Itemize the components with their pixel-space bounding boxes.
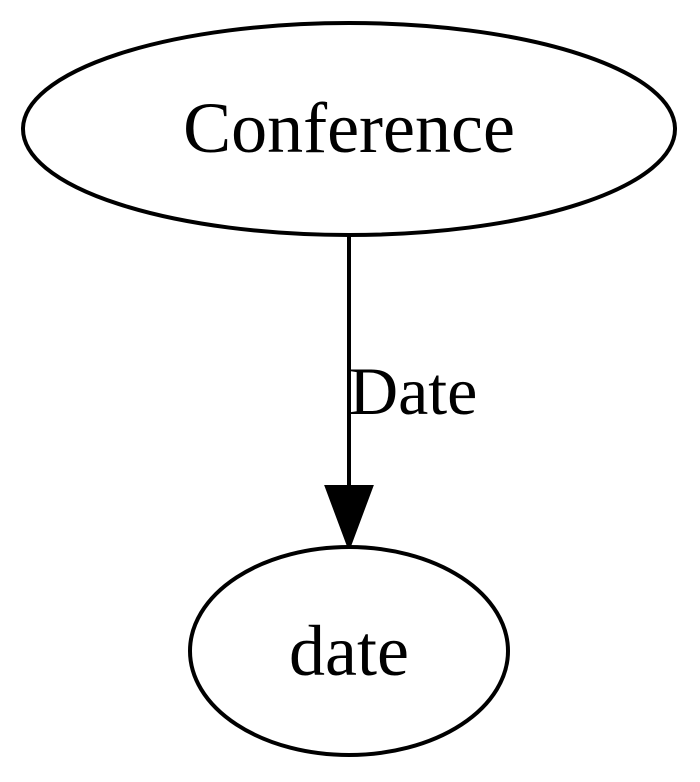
node-conference[interactable]: Conference	[21, 21, 677, 237]
arrowhead-icon	[324, 485, 374, 552]
node-date[interactable]: date	[188, 545, 510, 757]
node-conference-label: Conference	[183, 88, 515, 168]
edge-conference-to-date: Date	[324, 235, 477, 552]
edge-label: Date	[349, 353, 477, 429]
node-date-label: date	[289, 611, 409, 691]
node-date-shape	[188, 545, 510, 757]
